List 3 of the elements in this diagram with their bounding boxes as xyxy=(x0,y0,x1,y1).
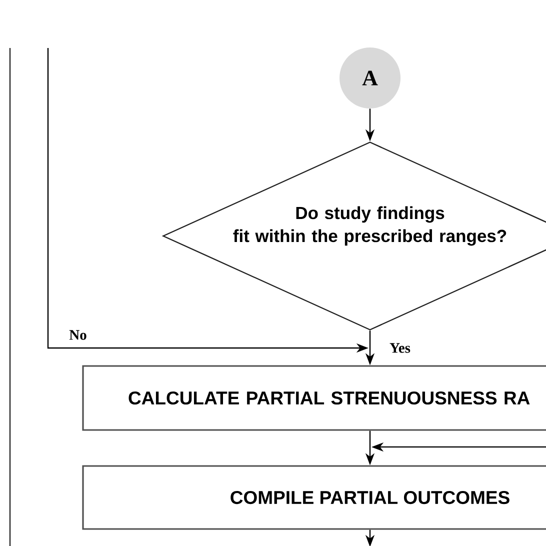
process-box: COMPILE PARTIAL OUTCOMES xyxy=(82,465,546,530)
process-box: CALCULATE PARTIAL STRENUOUSNESS RA xyxy=(82,365,546,431)
edge-label: Yes xyxy=(388,342,412,354)
